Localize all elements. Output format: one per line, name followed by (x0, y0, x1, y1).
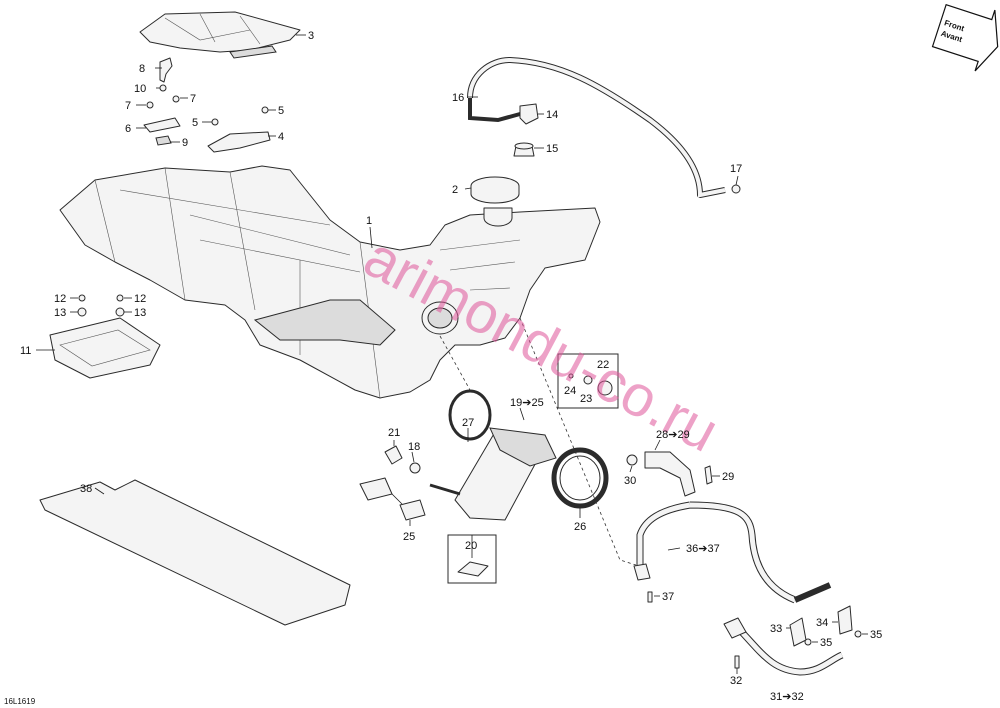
callout-32: 32 (730, 675, 742, 687)
callout-5b: 5 (192, 117, 198, 129)
callout-12b: 12 (134, 293, 146, 305)
callout-9: 9 (182, 137, 188, 149)
callout-16: 16 (452, 92, 464, 104)
callout-25: 25 (403, 531, 415, 543)
front-arrow-icon: Front Avant (931, 3, 999, 72)
callout-15: 15 (546, 143, 558, 155)
assembly-line-1 (439, 335, 471, 391)
callout-35a: 35 (820, 637, 832, 649)
part-11-plate (49, 294, 161, 379)
part-19-fuel-pump (429, 427, 557, 521)
callout-18: 18 (408, 441, 420, 453)
part-27-o-ring (448, 389, 492, 441)
callout-26: 26 (574, 521, 586, 533)
callout-2: 2 (452, 184, 458, 196)
part-26-lock-ring (551, 447, 609, 509)
parts-36-37-hose (633, 501, 832, 604)
callout-14: 14 (546, 109, 558, 121)
callout-37: 37 (662, 591, 674, 603)
callout-17: 17 (730, 163, 742, 175)
sensor-group (359, 445, 426, 521)
vent-hose-group (467, 57, 741, 198)
callout-4: 4 (278, 131, 284, 143)
callout-34: 34 (816, 617, 828, 629)
callout-22: 22 (597, 359, 609, 371)
callout-7a: 7 (125, 100, 131, 112)
callout-8: 8 (139, 63, 145, 75)
callout-38: 38 (80, 483, 92, 495)
callout-21: 21 (388, 427, 400, 439)
callout-35b: 35 (870, 629, 882, 641)
callout-5a: 5 (278, 105, 284, 117)
callout-13b: 13 (134, 307, 146, 319)
part-38-mat (39, 479, 351, 626)
hardware-group-top (143, 57, 271, 153)
diagram-id-label: 16L1619 (4, 697, 36, 706)
callout-33: 33 (770, 623, 782, 635)
part-3-cover (139, 11, 301, 59)
callout-20: 20 (465, 540, 477, 552)
callout-13a: 13 (54, 307, 66, 319)
callout-12a: 12 (54, 293, 66, 305)
part-1-fuel-tank (59, 165, 601, 399)
callout-19-25: 19➔25 (510, 397, 544, 409)
leader-lines (36, 34, 868, 674)
callout-24: 24 (564, 385, 576, 397)
callout-31-32: 31➔32 (770, 691, 804, 703)
parts-31-35-hose (723, 605, 862, 676)
callout-27: 27 (462, 417, 474, 429)
part-2-fuel-cap (470, 176, 520, 204)
callout-11: 11 (20, 345, 31, 357)
callout-1: 1 (366, 215, 372, 227)
callout-23: 23 (580, 393, 592, 405)
callout-10: 10 (134, 83, 146, 95)
callout-3: 3 (308, 30, 314, 42)
callout-28-29: 28➔29 (656, 429, 690, 441)
parts-28-30-fitting (626, 451, 713, 497)
callout-labels: 3 8 10 7 7 6 9 5 5 4 1 2 14 15 16 17 12 … (4, 30, 882, 706)
callout-30: 30 (624, 475, 636, 487)
callout-36-37: 36➔37 (686, 543, 720, 555)
callout-6: 6 (125, 123, 131, 135)
parts-22-24-box (557, 353, 619, 409)
callout-29: 29 (722, 471, 734, 483)
callout-7b: 7 (190, 93, 196, 105)
